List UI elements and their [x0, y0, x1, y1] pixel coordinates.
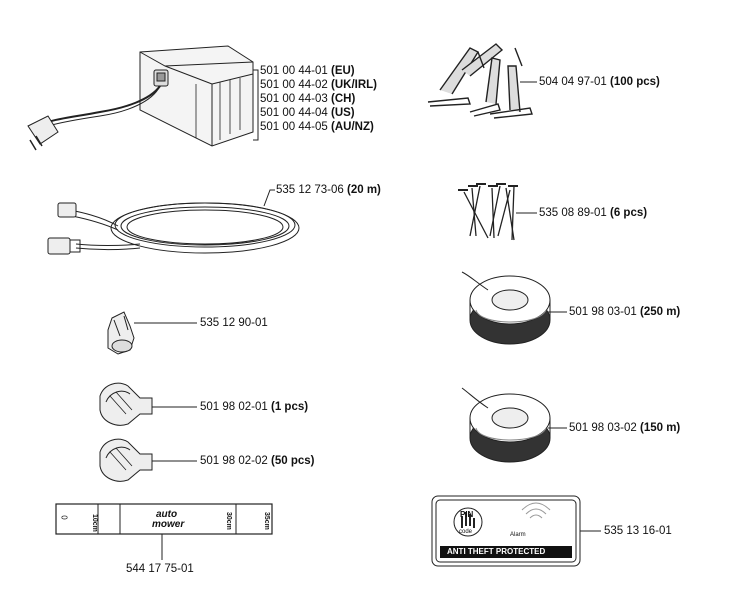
ruler-mark-10cm: 10cm	[91, 514, 98, 532]
wire-spool-250-label: 501 98 03-01 (250 m)	[569, 306, 681, 318]
sign-pin-text: PIN	[460, 510, 474, 519]
connector-label: 535 12 90-01	[200, 317, 268, 329]
ruler-mark-35cm: 35cm	[263, 512, 270, 530]
sign-alarm-text: Alarm	[510, 532, 526, 538]
ruler-mark-30cm: 30cm	[225, 512, 232, 530]
ruler-logo-bottom: mower	[152, 519, 185, 530]
pegs-illustration	[427, 43, 537, 119]
power-supply-variant: 501 00 44-01 (EU)	[260, 65, 355, 77]
power-supply-variant: 501 00 44-02 (UK/IRL)	[260, 79, 377, 91]
coupler-1-label: 501 98 02-01 (1 pcs)	[200, 401, 309, 413]
measuring-ruler-label: 544 17 75-01	[126, 563, 194, 575]
wire-spool-250-illustration	[461, 271, 567, 345]
power-supply-labels: 501 00 44-01 (EU) 501 00 44-02 (UK/IRL) …	[260, 64, 377, 134]
sign-banner-text: ANTI THEFT PROTECTED	[447, 547, 546, 556]
power-supply-variant: 501 00 44-05 (AU/NZ)	[260, 121, 374, 133]
power-supply-illustration	[27, 45, 259, 151]
power-supply-variant: 501 00 44-03 (CH)	[260, 93, 356, 105]
nails-illustration	[458, 183, 537, 241]
wire-spool-150-illustration	[461, 387, 567, 463]
ruler-logo-top: auto	[156, 509, 178, 520]
coupler-50-illustration	[99, 438, 197, 482]
nails-label: 535 08 89-01 (6 pcs)	[539, 207, 648, 219]
low-voltage-cable-label: 535 12 73-06 (20 m)	[276, 184, 381, 196]
connector-illustration	[107, 311, 197, 355]
pegs-label: 504 04 97-01 (100 pcs)	[539, 76, 660, 88]
power-supply-variant: 501 00 44-04 (US)	[260, 107, 355, 119]
measuring-ruler-illustration	[55, 503, 273, 560]
ruler-mark-0: 0	[59, 515, 69, 520]
coupler-1-illustration	[99, 382, 197, 426]
low-voltage-cable-illustration	[47, 189, 300, 255]
sign-code-text: code	[459, 529, 473, 535]
wire-spool-150-label: 501 98 03-02 (150 m)	[569, 422, 681, 434]
coupler-50-label: 501 98 02-02 (50 pcs)	[200, 455, 315, 467]
theft-sign-illustration	[431, 495, 601, 567]
theft-sign-label: 535 13 16-01	[604, 525, 672, 537]
